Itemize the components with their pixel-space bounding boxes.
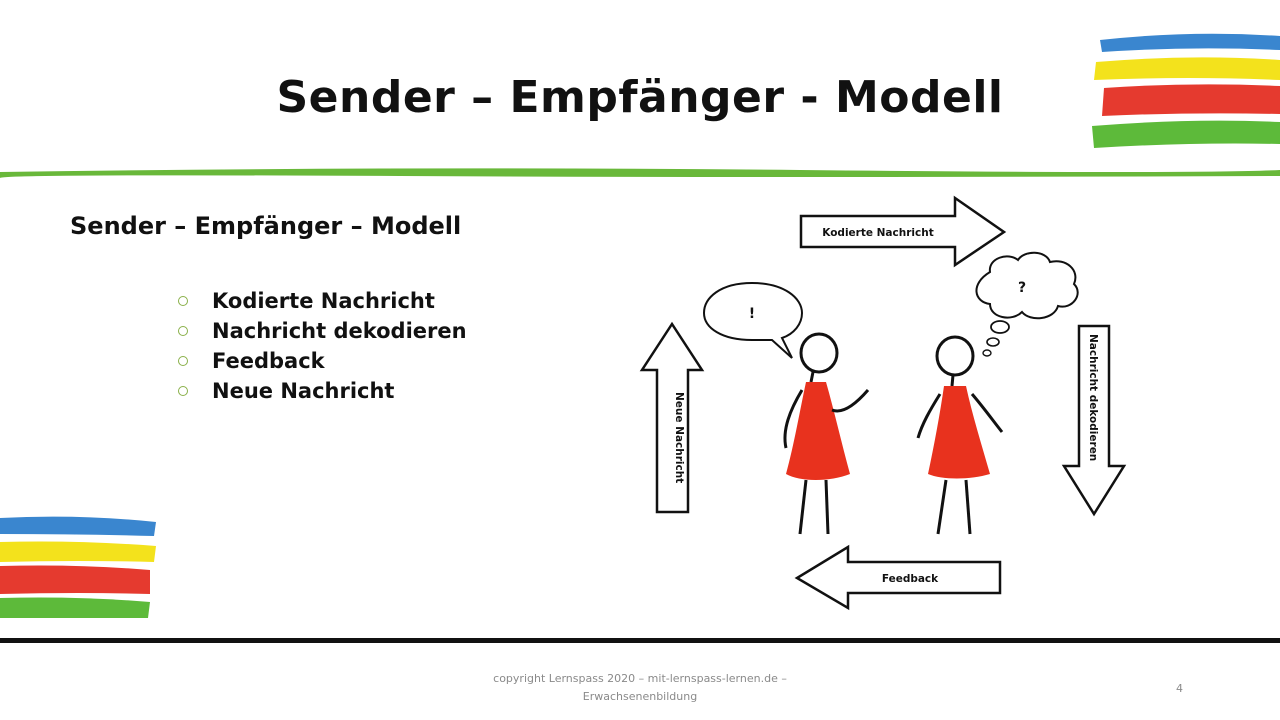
thought-bubble-text: ? (1018, 280, 1026, 296)
arrow-kodierte-nachricht: Kodierte Nachricht (799, 195, 1007, 268)
slide-title: Sender – Empfänger - Modell (276, 72, 1004, 123)
receiver-figure (916, 335, 1004, 535)
paint-stripes-bottom-left (0, 516, 156, 618)
speech-bubble: ! (702, 281, 804, 359)
bullet-list: Kodierte Nachricht Nachricht dekodieren … (178, 286, 467, 406)
bullet-circle-icon (178, 326, 188, 336)
bullet-circle-icon (178, 386, 188, 396)
page-number: 4 (1176, 682, 1183, 695)
arrow-nachricht-dekodieren: Nachricht dekodieren (1061, 324, 1127, 517)
bullet-circle-icon (178, 356, 188, 366)
black-divider-line (0, 638, 1280, 643)
bullet-item: Nachricht dekodieren (178, 316, 467, 346)
paint-stripes-top-right (1092, 33, 1280, 148)
arrow-label-right: Nachricht dekodieren (1087, 334, 1099, 461)
footer-copyright: copyright Lernspass 2020 – mit-lernspass… (493, 672, 787, 703)
bullet-item: Kodierte Nachricht (178, 286, 467, 316)
arrow-feedback: Feedback (794, 544, 1002, 611)
arrow-label-bottom: Feedback (882, 573, 939, 585)
sender-figure (783, 332, 870, 535)
arrow-label-left: Neue Nachricht (673, 392, 685, 483)
bullet-circle-icon (178, 296, 188, 306)
arrow-label-top: Kodierte Nachricht (822, 227, 933, 239)
slide-subtitle: Sender – Empfänger – Modell (70, 212, 462, 240)
bullet-item: Feedback (178, 346, 467, 376)
arrow-neue-nachricht: Neue Nachricht (639, 321, 705, 514)
thought-bubble: ? (975, 251, 1079, 357)
green-divider-line (0, 168, 1280, 178)
speech-bubble-text: ! (749, 306, 755, 322)
bullet-item: Neue Nachricht (178, 376, 467, 406)
